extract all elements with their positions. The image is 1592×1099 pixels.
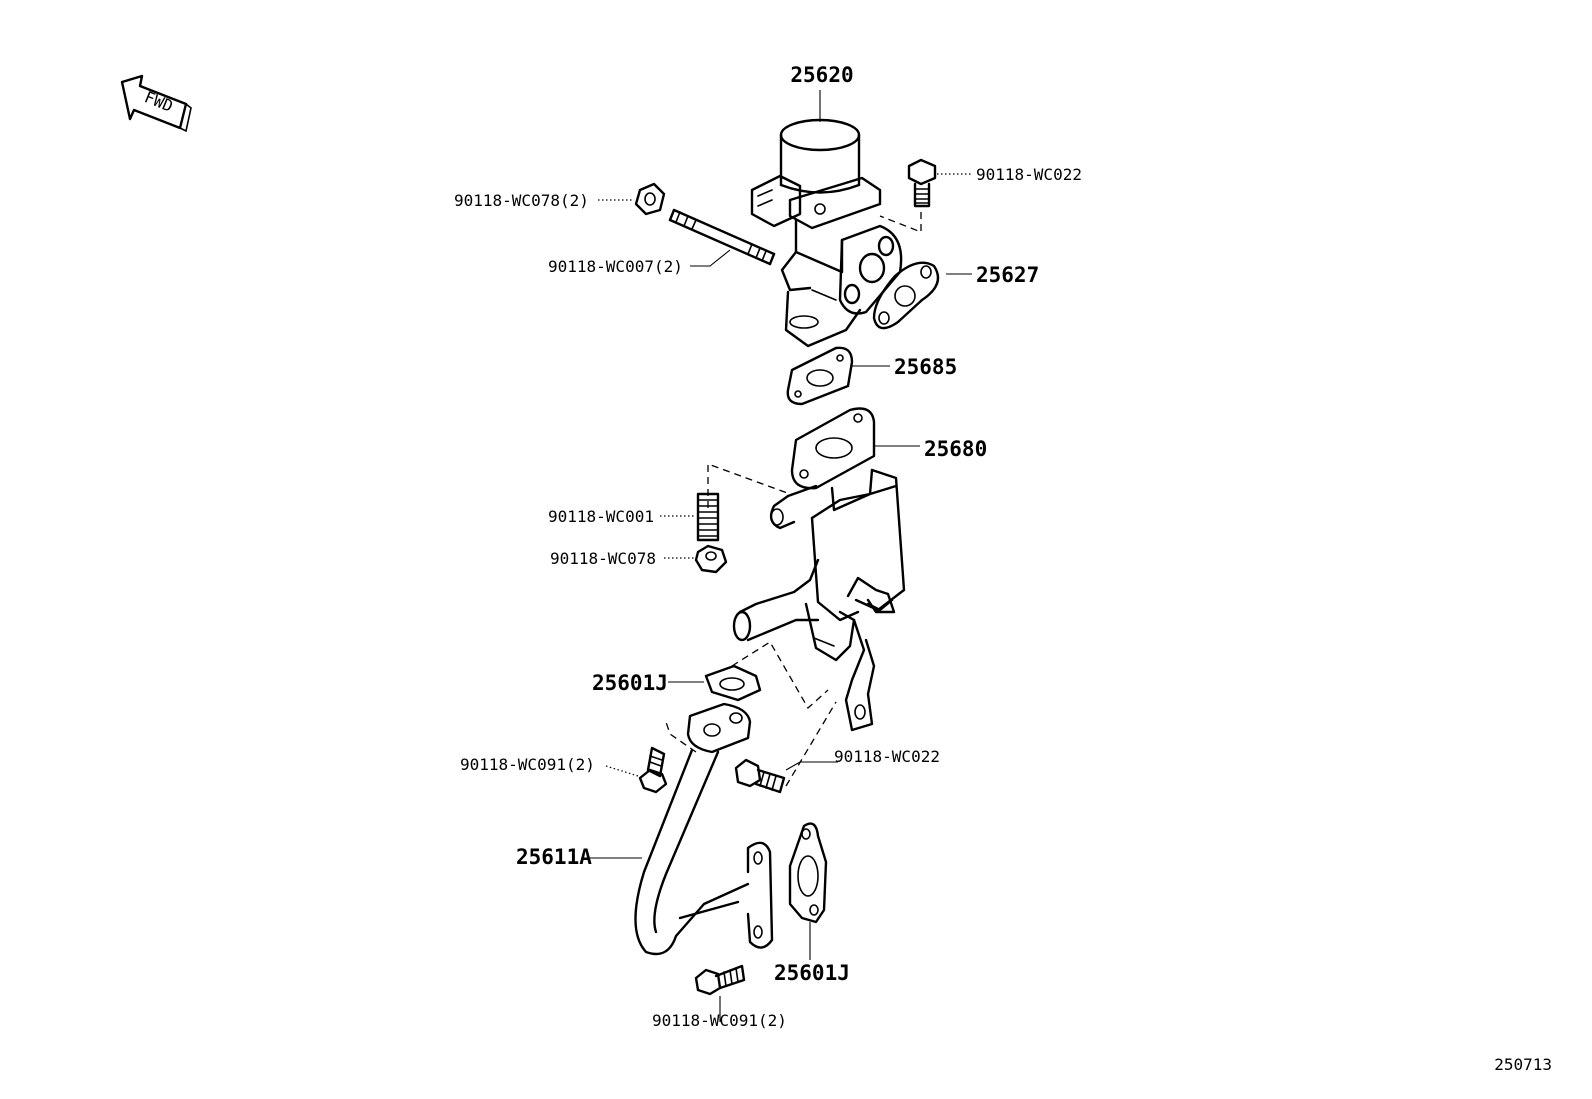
label-25685: 25685	[894, 355, 957, 379]
bolt-wc091-bottom-drawing	[694, 964, 746, 1022]
label-25601j-bottom: 25601J	[774, 961, 850, 985]
egr-cooler-drawing	[707, 407, 920, 732]
label-90118-wc091-left: 90118-WC091(2)	[460, 755, 595, 774]
label-25601j-top: 25601J	[592, 671, 668, 695]
bolt-top-right-drawing	[879, 158, 972, 233]
label-25620: 25620	[790, 63, 853, 87]
egr-pipe-drawing	[590, 702, 774, 956]
bolt-wc022-bottom-drawing	[734, 701, 838, 794]
gasket-25685-drawing	[786, 346, 890, 406]
label-90118-wc078-2: 90118-WC078(2)	[454, 191, 589, 210]
stud-drawing	[668, 208, 776, 267]
label-25611a: 25611A	[516, 845, 592, 869]
drawing-reference-number: 250713	[1494, 1055, 1552, 1074]
bolt-wc091-left-drawing	[605, 746, 668, 794]
egr-valve-drawing	[750, 118, 903, 348]
label-25627: 25627	[976, 263, 1039, 287]
fwd-arrow-icon: FWD	[120, 74, 192, 133]
label-90118-wc078: 90118-WC078	[550, 549, 656, 568]
gasket-25601j-top-drawing	[668, 641, 829, 710]
fwd-label: FWD	[142, 87, 176, 115]
label-90118-wc007-2: 90118-WC007(2)	[548, 257, 683, 276]
label-25680: 25680	[924, 437, 987, 461]
label-90118-wc022-bottom: 90118-WC022	[834, 747, 940, 766]
label-90118-wc001: 90118-WC001	[548, 507, 654, 526]
nut-wc078-drawing	[664, 544, 728, 574]
gasket-25627-drawing	[872, 261, 972, 330]
label-90118-wc022-top: 90118-WC022	[976, 165, 1082, 184]
stud-wc001-drawing	[660, 492, 720, 542]
gasket-25601j-bottom-drawing	[788, 822, 828, 960]
label-90118-wc091-bottom: 90118-WC091(2)	[652, 1011, 787, 1030]
nut-top-left-drawing	[598, 182, 666, 216]
